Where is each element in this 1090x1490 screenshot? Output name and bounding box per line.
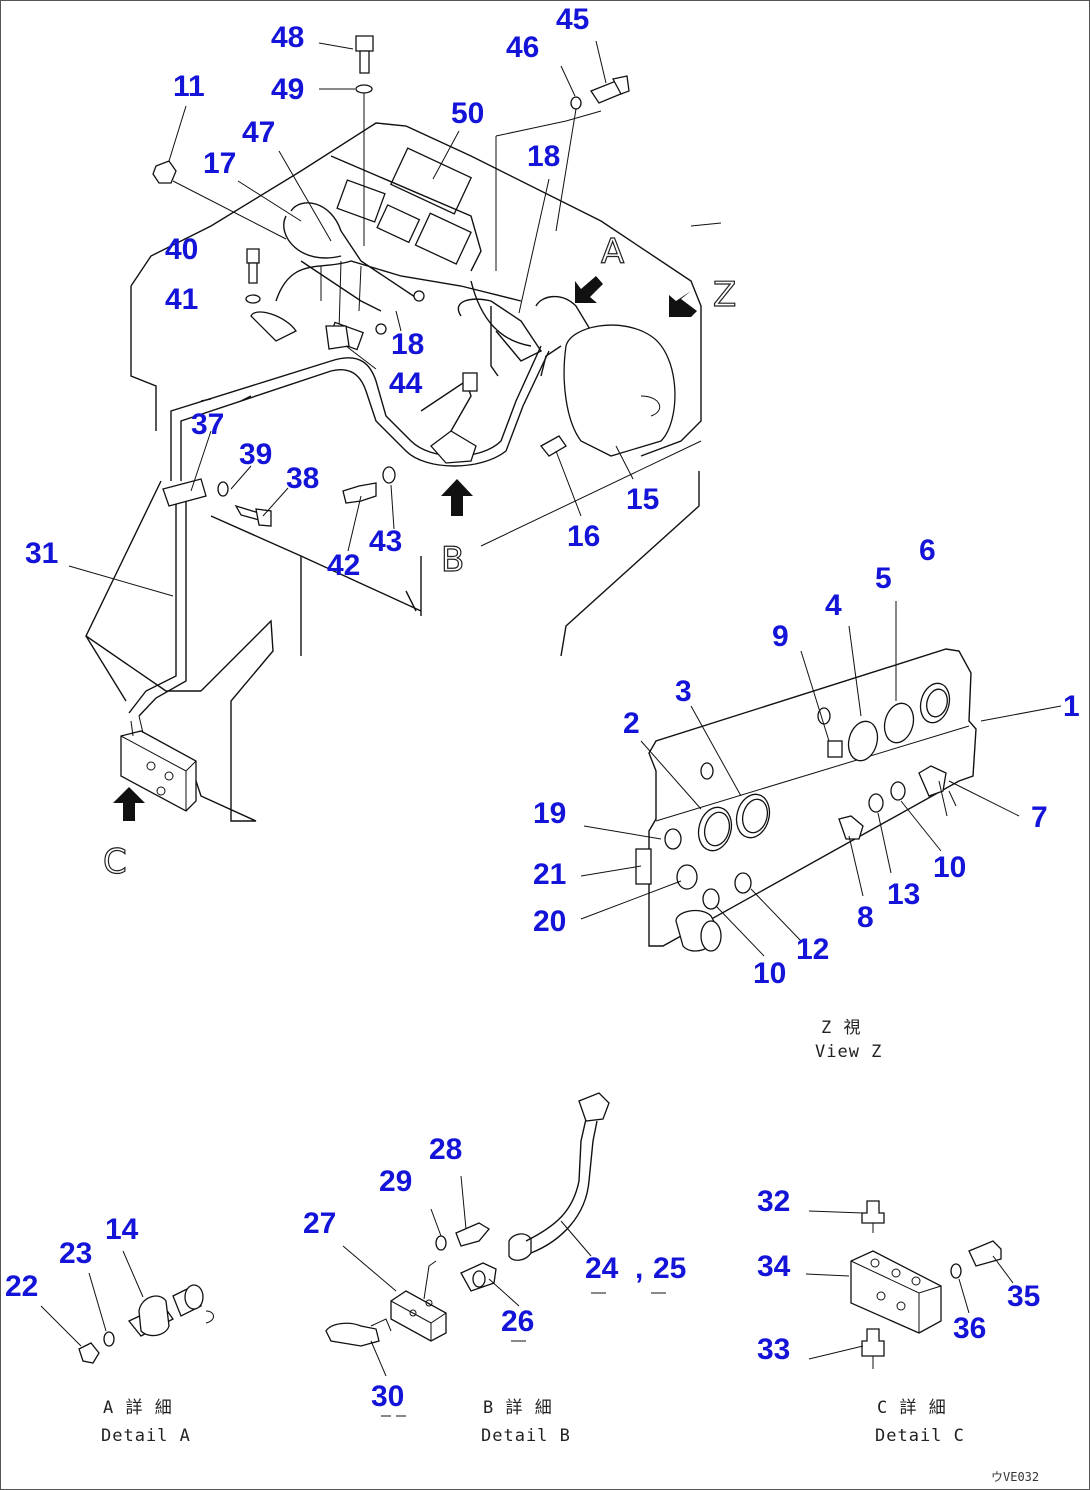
caption-view-z-jp: Z 視 [821, 1018, 861, 1038]
callout-28: 28 [429, 1133, 462, 1166]
view-z-panel [635, 648, 977, 952]
callout-41: 41 [165, 283, 198, 316]
callout-18-mid: 18 [391, 328, 424, 361]
detail-b [325, 1092, 666, 1417]
callout-8: 8 [857, 901, 874, 934]
callout-4: 4 [825, 589, 842, 622]
callout-1: 1 [1063, 690, 1080, 723]
callout-15: 15 [626, 483, 659, 516]
callout-37: 37 [191, 408, 224, 441]
callout-12: 12 [796, 933, 829, 966]
callout-20: 20 [533, 905, 566, 938]
callout-19: 19 [533, 797, 566, 830]
callout-6: 6 [919, 534, 936, 567]
view-letter-c: C [103, 842, 127, 882]
callout-comma: , [635, 1252, 643, 1285]
callout-17: 17 [203, 147, 236, 180]
callout-48: 48 [271, 21, 304, 54]
callout-32: 32 [757, 1185, 790, 1218]
view-captions: Z 視 View Z A 詳 細 Detail A B 詳 細 Detail B… [101, 1018, 965, 1446]
drawing-code: ウVE032 [991, 1470, 1039, 1484]
detail-a [40, 1250, 214, 1364]
callout-49: 49 [271, 73, 304, 106]
callout-43: 43 [369, 525, 402, 558]
callout-16: 16 [567, 520, 600, 553]
callout-38: 38 [286, 462, 319, 495]
arrow-icon [113, 787, 145, 821]
callout-25: 25 [653, 1252, 686, 1285]
callout-35: 35 [1007, 1280, 1040, 1313]
callout-42: 42 [327, 549, 360, 582]
callout-13: 13 [887, 878, 920, 911]
callout-34: 34 [757, 1250, 791, 1283]
callout-50: 50 [451, 97, 484, 130]
callout-23: 23 [59, 1237, 92, 1270]
callout-27: 27 [303, 1207, 336, 1240]
caption-detail-a-en: Detail A [101, 1426, 191, 1446]
callout-30: 30 [371, 1380, 404, 1413]
callout-10-left: 10 [753, 957, 786, 990]
callout-26: 26 [501, 1305, 534, 1338]
callout-7: 7 [1031, 801, 1048, 834]
callout-46: 46 [506, 31, 539, 64]
caption-detail-c-en: Detail C [875, 1426, 965, 1446]
callout-29: 29 [379, 1165, 412, 1198]
callout-40: 40 [165, 233, 198, 266]
callout-labels: 48 45 46 11 49 50 47 17 18 40 41 18 44 3… [5, 3, 1080, 1413]
detail-c [805, 1200, 1014, 1369]
leader-lines-view-z [580, 601, 1062, 957]
caption-detail-b-jp: B 詳 細 [483, 1398, 553, 1418]
callout-5: 5 [875, 562, 892, 595]
callout-3: 3 [675, 675, 692, 708]
callout-11: 11 [173, 70, 205, 103]
callout-31: 31 [25, 537, 58, 570]
callout-24: 24 [585, 1252, 619, 1285]
arrow-icon [575, 276, 603, 303]
callout-2: 2 [623, 707, 640, 740]
callout-14: 14 [105, 1213, 139, 1246]
callout-47: 47 [242, 116, 275, 149]
view-letter-z: Z [713, 275, 736, 315]
view-letters: A Z B C [102, 231, 736, 882]
callout-36: 36 [953, 1312, 986, 1345]
view-arrows [113, 276, 697, 821]
view-letter-b: B [441, 540, 464, 580]
callout-18-top: 18 [527, 140, 560, 173]
main-assembly [85, 35, 702, 822]
callout-39: 39 [239, 438, 272, 471]
callout-22: 22 [5, 1270, 38, 1303]
callout-9: 9 [772, 620, 789, 653]
caption-detail-a-jp: A 詳 細 [103, 1398, 173, 1418]
caption-view-z-en: View Z [815, 1042, 882, 1062]
callout-45: 45 [556, 3, 589, 36]
caption-detail-b-en: Detail B [481, 1426, 571, 1446]
arrow-icon [669, 291, 697, 317]
callout-33: 33 [757, 1333, 790, 1366]
callout-21: 21 [533, 858, 566, 891]
caption-detail-c-jp: C 詳 細 [877, 1398, 947, 1418]
leader-lines-main [68, 40, 722, 597]
callout-44: 44 [389, 367, 423, 400]
view-letter-a: A [601, 232, 624, 272]
callout-10-right: 10 [933, 851, 966, 884]
arrow-icon [441, 479, 473, 516]
